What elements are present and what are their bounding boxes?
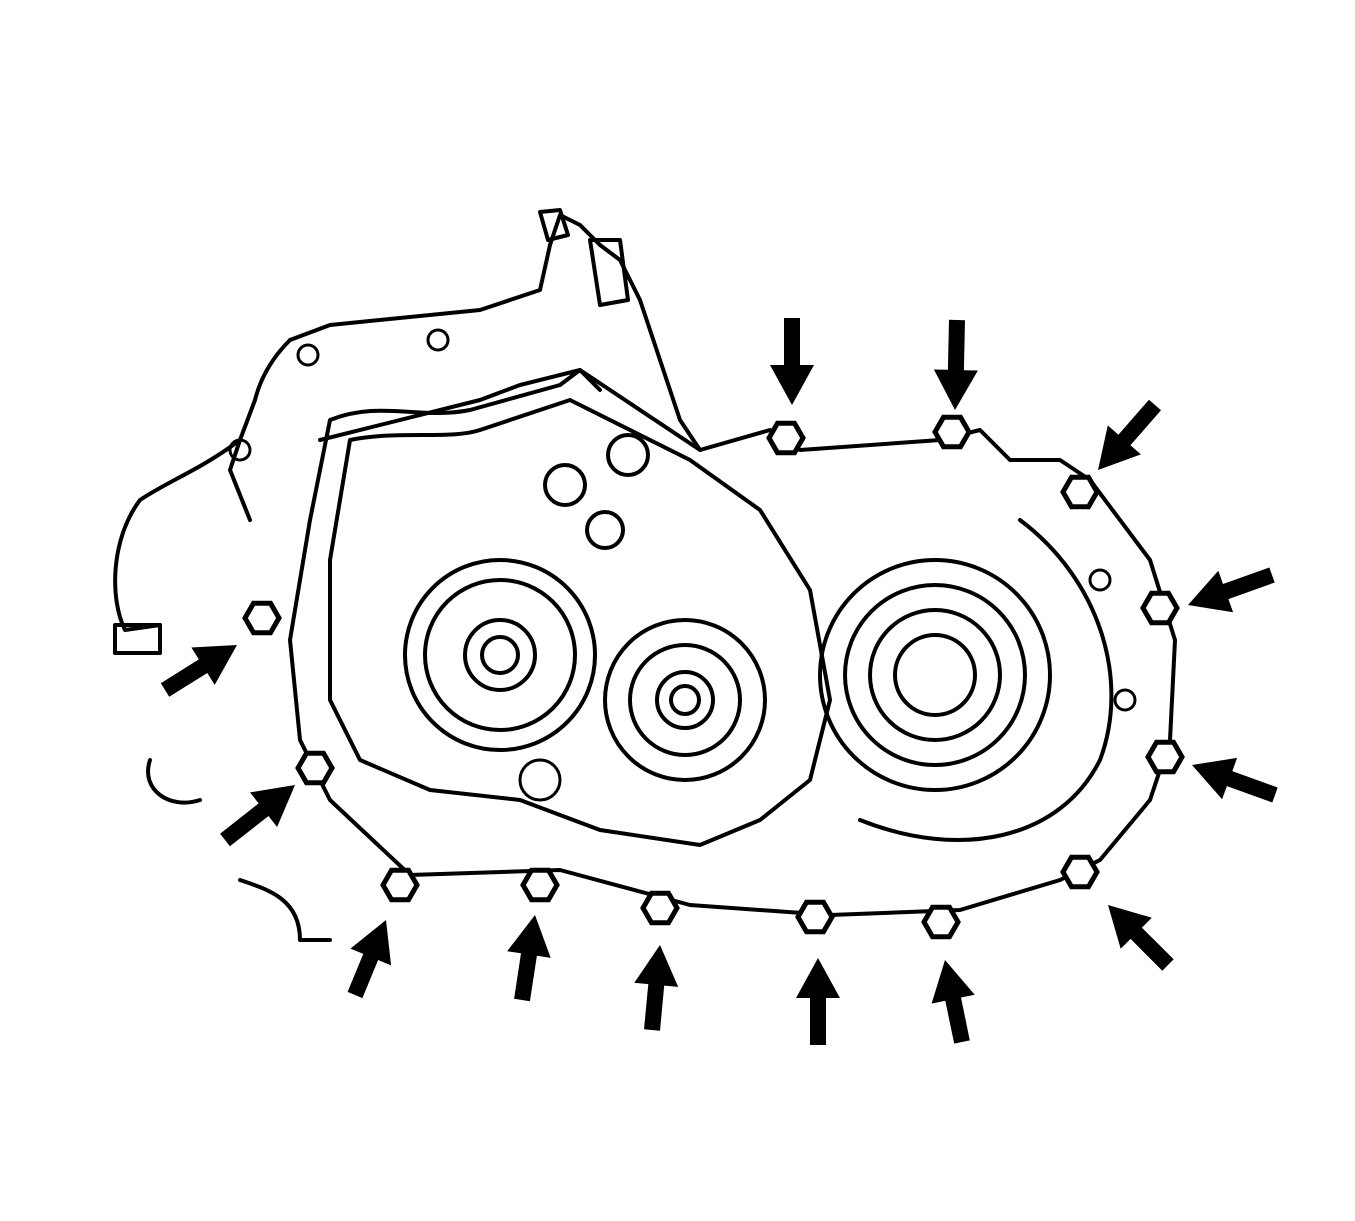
bolt-icon <box>640 890 680 926</box>
arrow-icon <box>931 960 975 1044</box>
arrow-icon <box>160 645 237 697</box>
arrow-icon <box>347 920 392 999</box>
bolt-icon <box>1060 474 1100 510</box>
arrow-icon <box>1188 567 1275 613</box>
gears <box>403 433 1137 802</box>
bolt-icon <box>295 750 335 786</box>
bolt-icon <box>932 414 972 450</box>
arrow-icon <box>770 318 814 405</box>
case-flange-outline <box>288 368 1177 917</box>
arrow-icon <box>1192 757 1278 803</box>
arrow-icon <box>220 785 295 847</box>
arrow-icon <box>634 945 679 1031</box>
bolt-icon <box>242 600 282 636</box>
bolt-icon <box>1145 739 1185 775</box>
bolt-icon <box>1060 854 1100 890</box>
bolt-group <box>242 414 1185 940</box>
bolt-icon <box>1140 590 1180 626</box>
arrow-icon <box>1108 905 1174 971</box>
bolt-icon <box>921 904 961 940</box>
bolt-icon <box>766 420 806 456</box>
arrow-icon <box>1098 399 1161 470</box>
bolt-icon <box>380 867 420 903</box>
hole <box>296 343 320 367</box>
arrow-group <box>160 318 1278 1045</box>
arrow-icon <box>507 915 551 1002</box>
arrow-icon <box>933 319 978 410</box>
bolt-icon <box>520 867 560 903</box>
bolt-icon <box>795 899 835 935</box>
arrow-icon <box>796 958 840 1045</box>
